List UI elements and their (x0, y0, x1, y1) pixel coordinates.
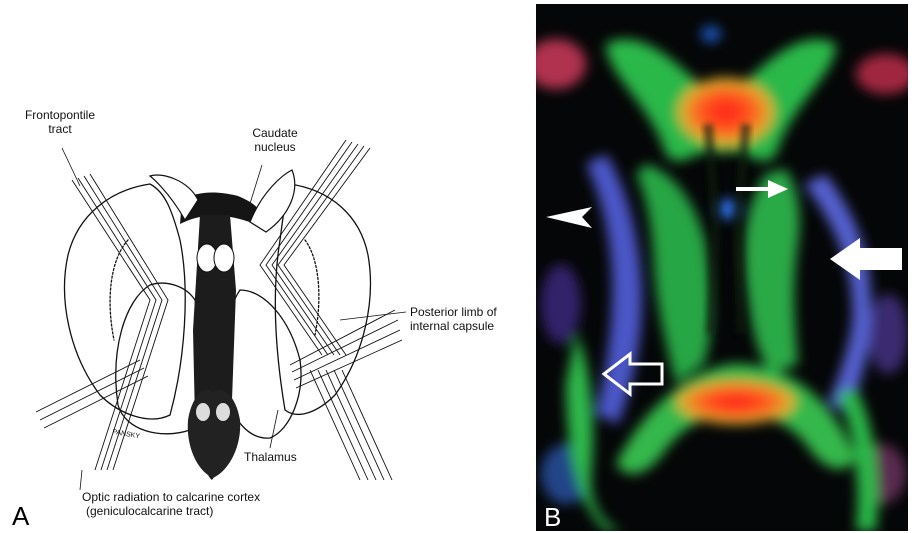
label-optic-line2: (geniculocalcarine tract) (82, 504, 342, 518)
label-frontopontile-line2: tract (10, 122, 110, 136)
left-fiber-bundle (36, 174, 168, 470)
label-posterior-limb: Posterior limb of internal capsule (410, 305, 530, 333)
label-frontopontile: Frontopontile tract (10, 108, 110, 136)
label-caudate-line2: nucleus (240, 140, 310, 154)
label-posterior-line2: internal capsule (410, 319, 530, 333)
panel-b-dti-map: B (536, 4, 908, 531)
right-caudate (250, 170, 295, 232)
panel-a-illustration: Frontopontile tract Caudate nucleus Post… (0, 0, 535, 533)
left-thalamus (116, 283, 198, 434)
label-frontopontile-line1: Frontopontile (10, 108, 110, 122)
midline-structures (180, 193, 262, 480)
label-optic-line1: Optic radiation to calcarine cortex (82, 490, 342, 504)
label-optic-radiation: Optic radiation to calcarine cortex (gen… (82, 490, 342, 518)
arrowhead-marker (546, 207, 592, 228)
label-caudate-line1: Caudate (240, 126, 310, 140)
panel-letter-b: B (544, 504, 561, 530)
panel-letter-a: A (12, 503, 29, 529)
label-caudate: Caudate nucleus (240, 126, 310, 154)
label-thalamus: Thalamus (244, 450, 297, 464)
dti-color-map (536, 4, 908, 531)
label-posterior-line1: Posterior limb of (410, 305, 530, 319)
left-lentiform-inner (110, 240, 128, 340)
